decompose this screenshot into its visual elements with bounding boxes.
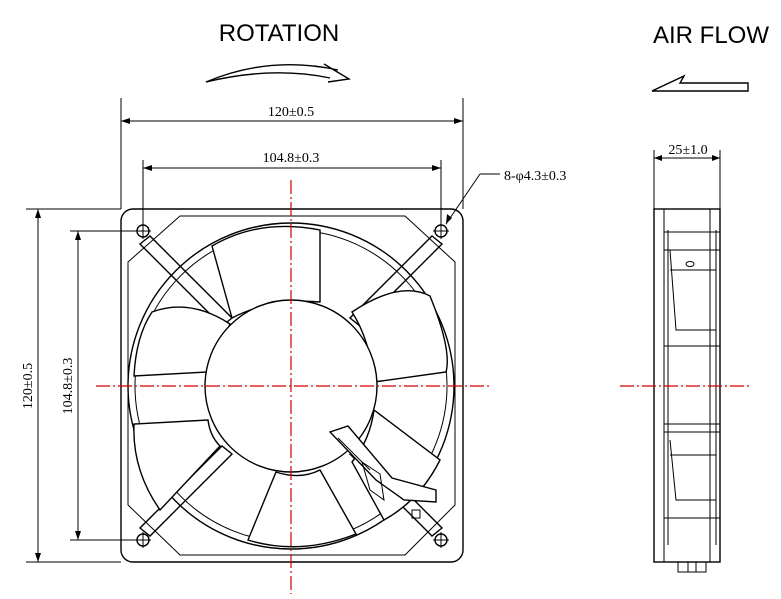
- mounting-holes-label: 8-φ4.3±0.3: [504, 169, 566, 184]
- dimension-mounting-holes: 8-φ4.3±0.3: [445, 169, 566, 225]
- overall-width-label: 120±0.5: [268, 105, 314, 120]
- dimension-overall-height: 120±0.5: [21, 208, 121, 563]
- mounting-hole: [433, 532, 449, 548]
- fan-blade: [133, 419, 221, 512]
- dimension-hole-spacing-vertical: 104.8±0.3: [61, 230, 137, 541]
- fan-front-view: [96, 180, 490, 594]
- depth-label: 25±1.0: [668, 143, 707, 158]
- air-flow-heading: AIR FLOW: [653, 22, 769, 49]
- fan-blade: [247, 469, 358, 548]
- wire-channel: [328, 425, 437, 519]
- airflow-arrow-icon: [651, 74, 749, 92]
- fan-side-view: [620, 208, 752, 573]
- fan-blades: [133, 225, 448, 548]
- dimension-hole-spacing-horizontal: 104.8±0.3: [142, 151, 442, 225]
- dimension-overall-width: 120±0.5: [120, 98, 464, 209]
- frame-inner-chamfer: [127, 215, 456, 556]
- hole-spacing-horizontal-label: 104.8±0.3: [263, 151, 320, 166]
- mounting-hole: [433, 223, 449, 239]
- overall-height-label: 120±0.5: [21, 363, 36, 409]
- dimension-depth: 25±1.0: [653, 143, 721, 209]
- rotation-heading: ROTATION: [219, 20, 339, 47]
- rotation-arrow-icon: [205, 63, 352, 83]
- hole-spacing-vertical-label: 104.8±0.3: [61, 358, 76, 415]
